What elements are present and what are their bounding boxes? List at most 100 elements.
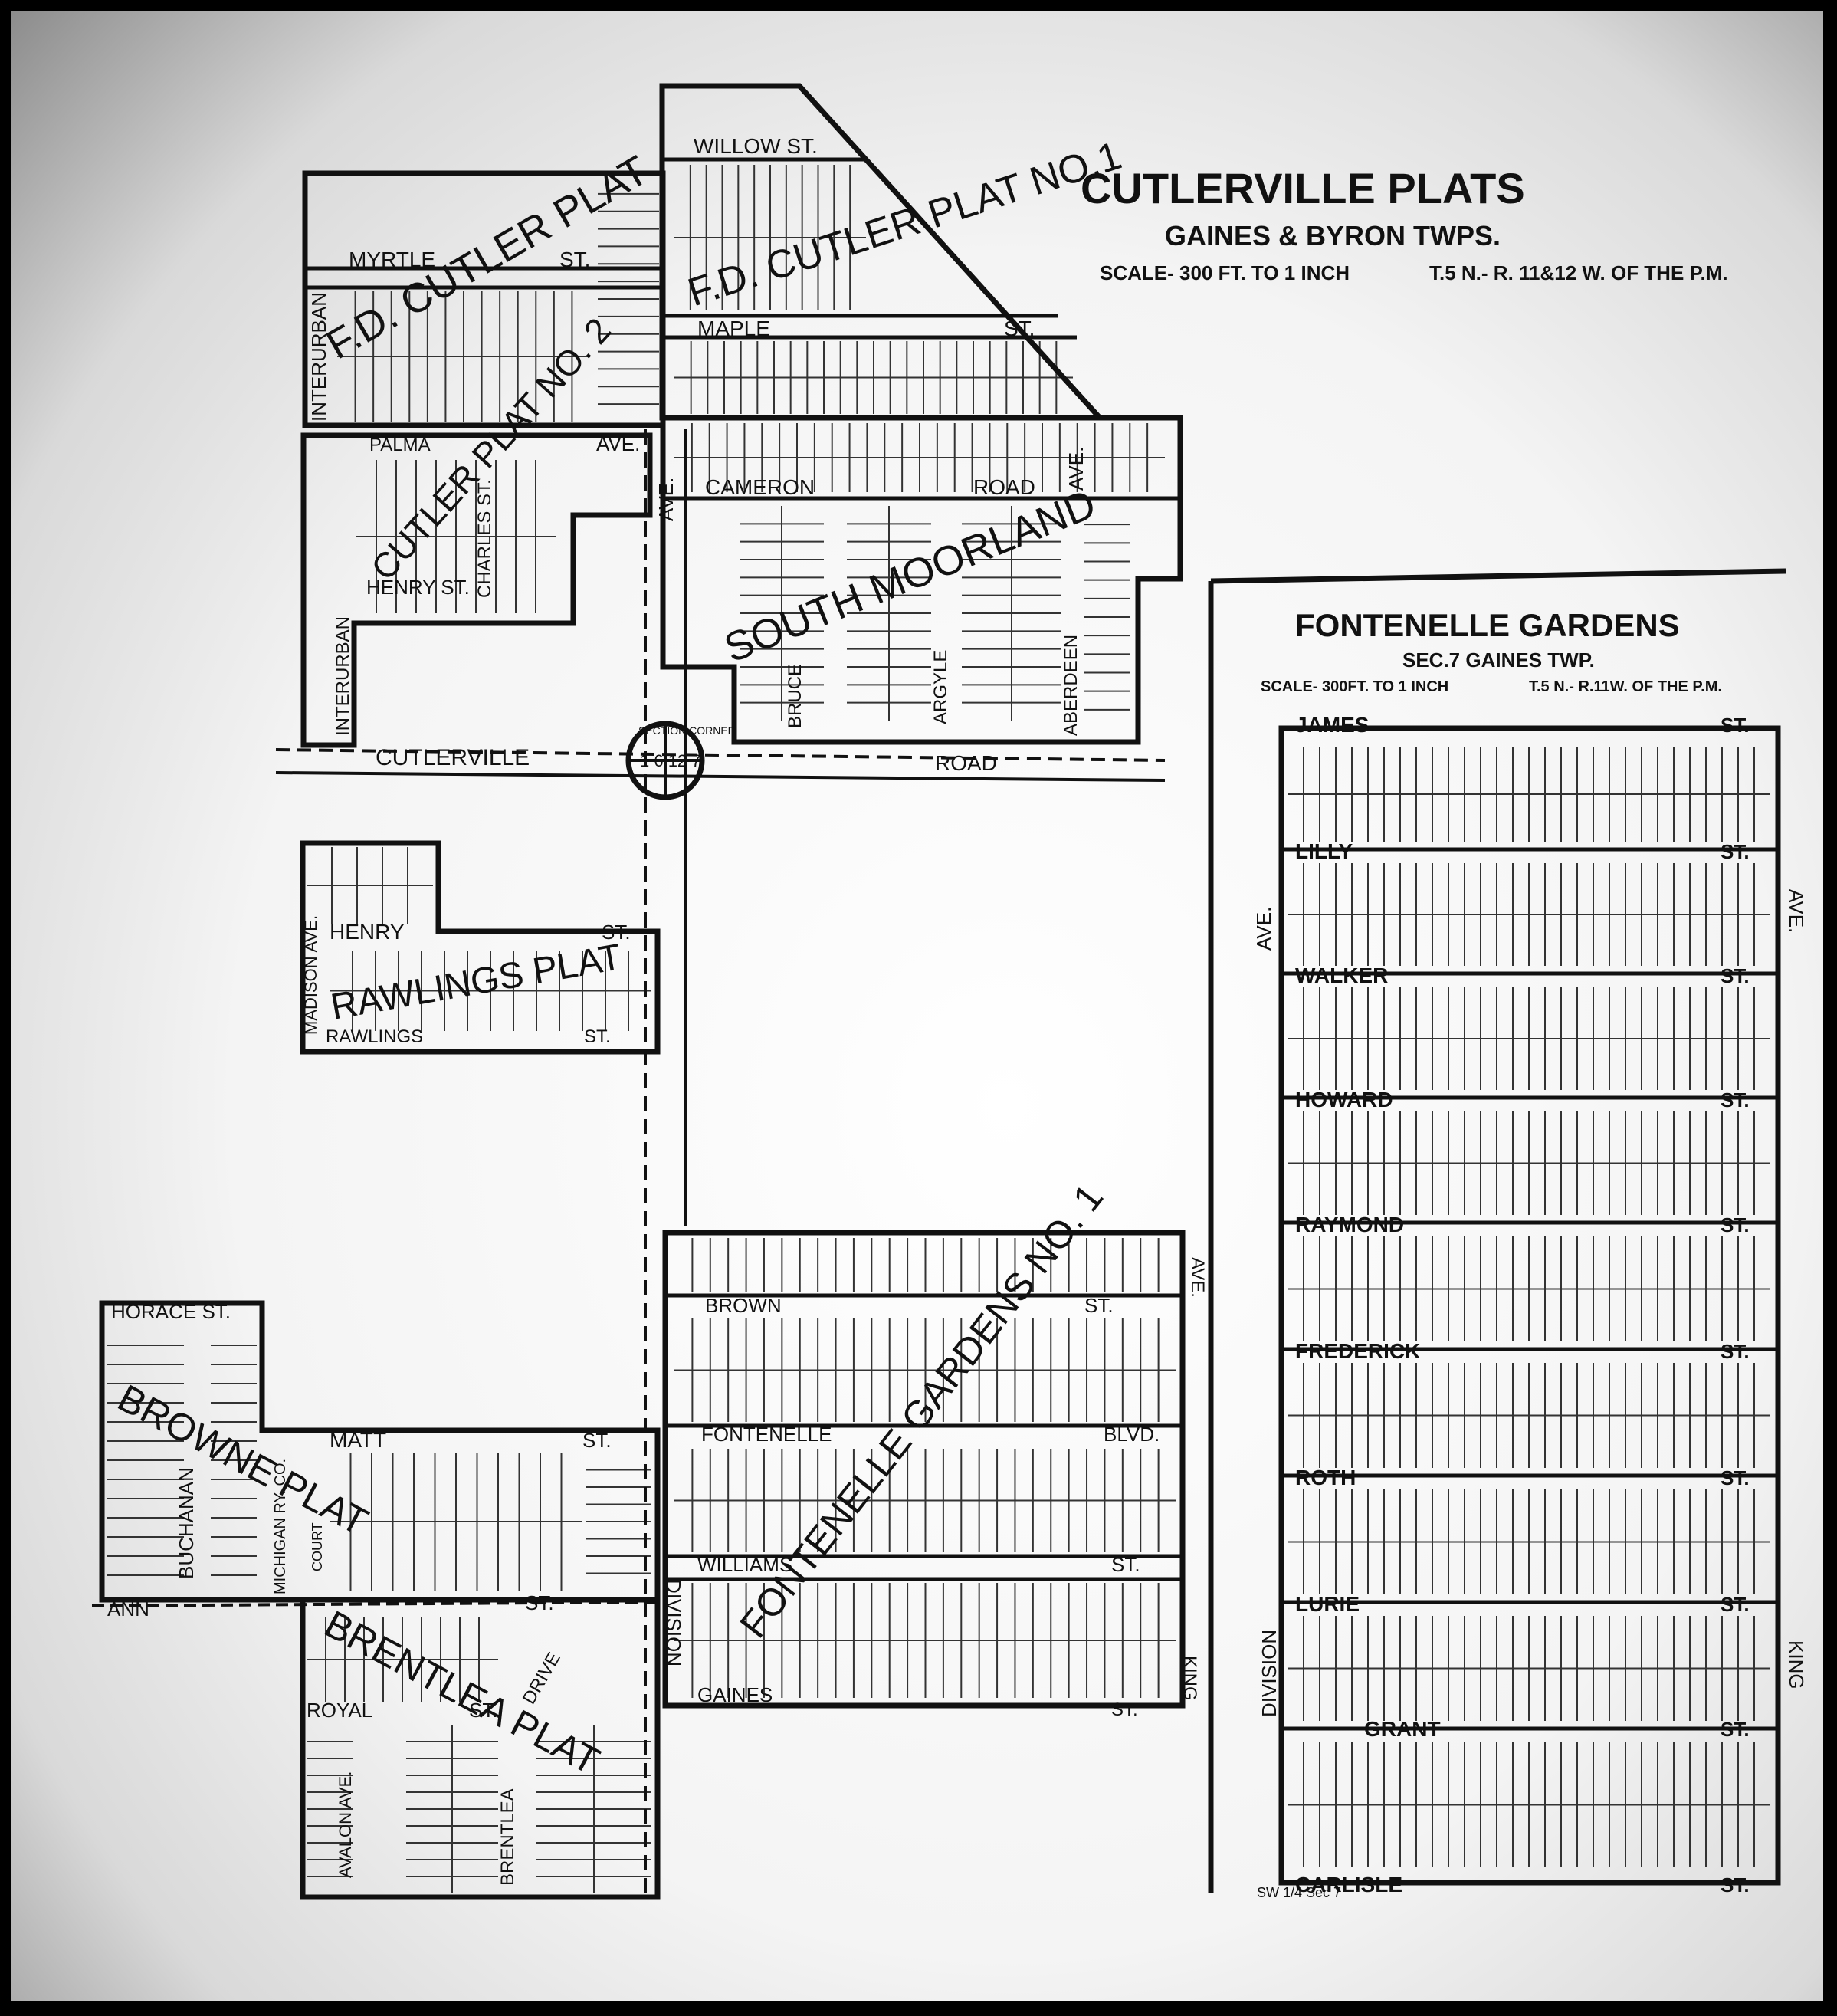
rawlings-street-label: RAWLINGS: [326, 1026, 423, 1047]
ann-st-label: ST.: [525, 1591, 554, 1614]
lot-grid-cutler-no1-upper: [674, 165, 866, 310]
inset-title: FONTENELLE GARDENS: [1295, 607, 1680, 643]
lot-grid-browne-matt: [330, 1453, 582, 1591]
aberdeen-label: ABERDEEN: [1061, 635, 1081, 736]
lot-grid-inset-block-9: [1288, 1742, 1770, 1867]
lot-grid-inset-block-5: [1288, 1236, 1770, 1341]
willow-st-label: WILLOW ST.: [694, 134, 818, 158]
inset-street-carlisle: CARLISLE: [1295, 1873, 1402, 1896]
palma-ave-label: AVE.: [596, 432, 640, 455]
matt-label: MATT: [330, 1428, 386, 1452]
inset-street-suffix: ST.: [1721, 964, 1750, 987]
inset-ave-east-label: AVE.: [1785, 889, 1808, 933]
inset-subtitle: SEC.7 GAINES TWP.: [1402, 648, 1595, 671]
inset-street-labels: JAMES ST. LILLY ST. WALKER ST. HOWARD ST. RAYMON…: [1295, 713, 1750, 1896]
inset-street-raymond: RAYMOND: [1295, 1213, 1404, 1236]
inset-street-walker: WALKER: [1295, 964, 1388, 987]
lot-grid-cutler-no1-lower: [674, 341, 1073, 414]
inset-king-label: KING: [1785, 1640, 1808, 1689]
lot-grid-inset-block-7: [1288, 1489, 1770, 1594]
rawlings-st-label: ST.: [584, 1026, 611, 1047]
inset-street-suffix: ST.: [1721, 1718, 1750, 1741]
lot-grid-fg1-row2: [674, 1318, 1176, 1422]
inset-street-frederick: FREDERICK: [1295, 1339, 1420, 1363]
inset-street-roth: ROTH: [1295, 1466, 1356, 1489]
lot-grid-browne-mid: [211, 1345, 257, 1576]
ann-label: ANN: [107, 1597, 149, 1620]
inset-street-suffix: ST.: [1721, 1593, 1750, 1616]
lot-grids: [107, 165, 1770, 1893]
court-label: COURT: [310, 1522, 325, 1571]
lot-grid-moorland-bruce: [740, 506, 824, 721]
argyle-ave-label: ARGYLE: [930, 650, 951, 724]
lot-grid-rawlings-south: [330, 951, 651, 1031]
brentlea-plat-label: BRENTLEA PLAT: [318, 1602, 606, 1783]
lot-grid-inset-block-4: [1288, 1111, 1770, 1215]
inset-scale: SCALE- 300FT. TO 1 INCH: [1261, 678, 1448, 695]
lot-grid-fg1-row4: [674, 1583, 1176, 1698]
lot-grid-cutler-plat-east: [598, 192, 659, 405]
ave-label-east: AVE.: [1064, 447, 1087, 491]
plat-street-lines: [305, 157, 1778, 1731]
king-label: KING: [1179, 1656, 1200, 1701]
interurban-label: INTERURBAN: [307, 292, 330, 422]
blvd-label: BLVD.: [1104, 1423, 1160, 1446]
division-label: DIVISION: [662, 1579, 685, 1666]
inset-street-suffix: ST.: [1721, 1873, 1750, 1896]
inset-division-label: DIVISION: [1258, 1630, 1281, 1717]
section-corner-label: SECTION CORNER: [638, 724, 736, 737]
browne-plat-boundary: [99, 1300, 661, 1603]
south-moorland-label: SOUTH MOORLAND: [718, 481, 1102, 671]
interurban-south-label: INTERURBAN: [333, 616, 353, 736]
fg1-ave-label: AVE.: [1187, 1257, 1208, 1298]
lot-grid-inset-block-1: [1288, 747, 1770, 842]
road-label: ROAD: [935, 751, 997, 775]
rawlings-plat-label: RAWLINGS PLAT: [328, 937, 625, 1028]
cameron-road-label: ROAD: [973, 475, 1035, 499]
lot-grid-inset-block-3: [1288, 987, 1770, 1090]
fontenelle-gardens-boundary: [1278, 725, 1781, 1886]
cutlerville-road-label: CUTLERVILLE: [376, 745, 530, 770]
railway-label: MICHIGAN RY. CO.: [272, 1459, 289, 1594]
buchanan-label: BUCHANAN: [175, 1467, 198, 1579]
inset-street-suffix: ST.: [1721, 1213, 1750, 1236]
inset-street-lilly: LILLY: [1295, 839, 1353, 863]
inset-street-grant: GRANT: [1364, 1717, 1441, 1741]
charles-st-label: CHARLES ST.: [474, 479, 495, 598]
lot-grid-inset-block-8: [1288, 1616, 1770, 1721]
lot-grid-browne-west: [107, 1345, 184, 1576]
henry-label: HENRY: [330, 920, 405, 944]
fontenelle-blvd-label: FONTENELLE: [701, 1423, 832, 1446]
madison-ave-label: MADISON AVE.: [301, 915, 320, 1035]
road-lines: [91, 429, 1183, 1901]
inset-street-suffix: ST.: [1721, 840, 1750, 863]
williams-label: WILLIAMS: [697, 1553, 792, 1576]
lot-grid-inset-block-6: [1288, 1363, 1770, 1468]
section-numbers-label: 1 6 12 7: [640, 751, 701, 770]
lot-grid-moorland-north: [674, 423, 1165, 492]
inset-street-suffix: ST.: [1721, 1466, 1750, 1489]
inset-street-james: JAMES: [1295, 713, 1369, 737]
inset-township: T.5 N.- R.11W. OF THE P.M.: [1529, 678, 1722, 695]
inset-street-suffix: ST.: [1721, 714, 1750, 737]
inset-street-howard: HOWARD: [1295, 1088, 1393, 1111]
henry-st-north-label: HENRY ST.: [366, 576, 470, 599]
henry-st-label: ST.: [602, 921, 631, 944]
lot-grid-brentlea-north: [307, 1617, 498, 1702]
avalon-ave-label: AVALON AVE.: [336, 1771, 355, 1878]
inset-street-lurie: LURIE: [1295, 1592, 1360, 1616]
gaines-label: GAINES: [697, 1683, 773, 1706]
inset-frame: [1208, 568, 1786, 1893]
palma-label: PALMA: [369, 435, 431, 455]
inset-street-suffix: ST.: [1721, 1340, 1750, 1363]
lot-grid-fg1-row3: [674, 1449, 1176, 1552]
lot-grid-browne-east: [586, 1469, 651, 1574]
sheet-township: T.5 N.- R. 11&12 W. OF THE P.M.: [1429, 261, 1728, 284]
brentlea-plat-boundary: [300, 1597, 661, 1900]
ave-label-west: AVE.: [654, 478, 677, 521]
lot-grid-moorland-aberdeen: [1084, 524, 1130, 711]
rawlings-plat-boundary: [300, 840, 661, 1055]
lot-grid-brentlea-west: [307, 1741, 353, 1877]
lot-grid-cutler-plat: [337, 291, 590, 422]
